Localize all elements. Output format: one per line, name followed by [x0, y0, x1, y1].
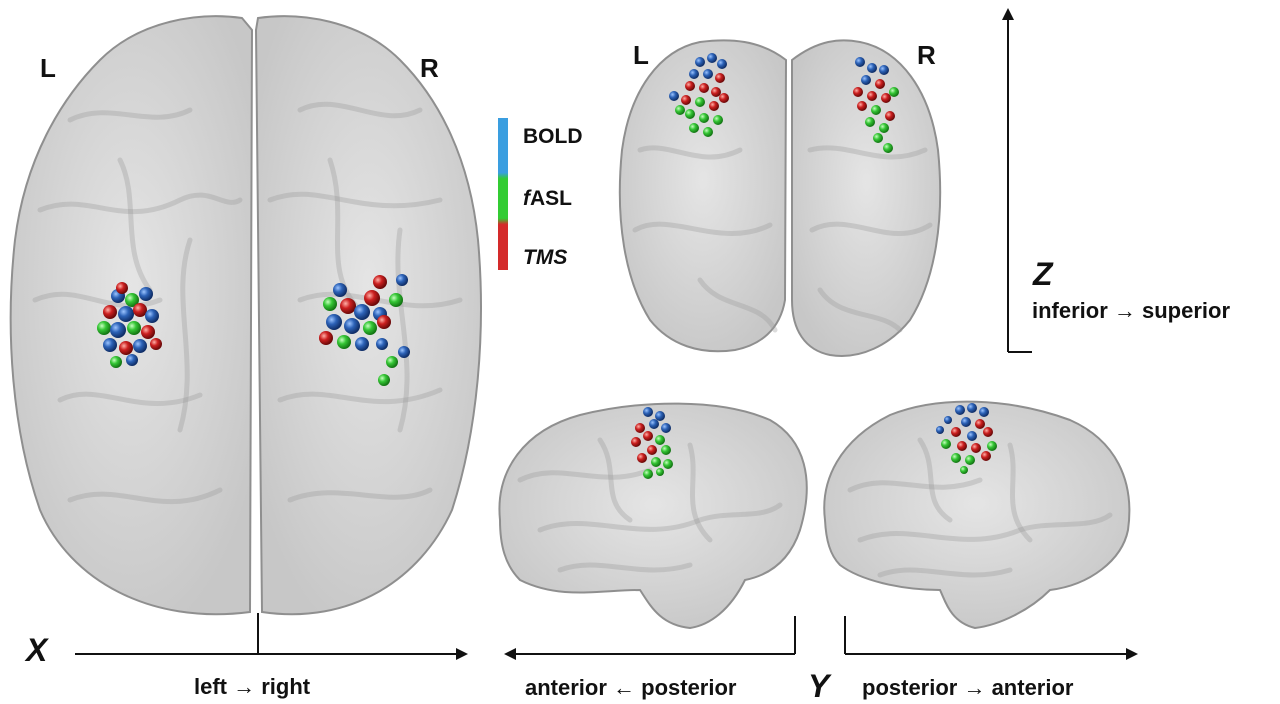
- sagittal-right-brain: [823, 400, 1131, 630]
- legend-tms-label: TMS: [523, 246, 568, 269]
- z-axis-description: inferior → superior: [1032, 298, 1231, 323]
- y-axis-arrow-right: [844, 616, 1138, 660]
- sagittal-left-view: [498, 402, 808, 630]
- z-axis-letter: Z: [1033, 256, 1053, 292]
- axial-left-cluster: [97, 282, 162, 368]
- x-axis-description: left → right: [194, 674, 311, 699]
- legend-fasl-label: fASL: [523, 188, 572, 209]
- y-axis-description-right: posterior → anterior: [862, 675, 1074, 700]
- sagittal-right-gyri: [847, 437, 1113, 578]
- coronal-left-cluster: [669, 53, 729, 137]
- coronal-right-hemisphere: [791, 39, 942, 357]
- y-axis-description-left: anterior ← posterior: [525, 675, 737, 700]
- coronal-right-label: R: [917, 40, 936, 70]
- sagittal-left-gyri: [517, 437, 783, 573]
- y-axis-letter: Y: [808, 668, 830, 704]
- axial-right-label: R: [420, 53, 439, 83]
- legend-bold-label: BOLD: [523, 125, 583, 148]
- sagittal-right-cluster: [936, 403, 997, 474]
- coronal-view: [618, 39, 942, 357]
- x-axis-arrow: [75, 613, 468, 660]
- axial-view: [9, 15, 482, 616]
- legend-color-bar: [498, 118, 508, 270]
- axial-gyri: [32, 101, 463, 505]
- sagittal-right-view: [823, 400, 1131, 630]
- legend-fasl-prefix: f: [523, 187, 530, 210]
- legend-fasl-rest: ASL: [530, 187, 572, 210]
- coronal-gyri: [632, 145, 933, 333]
- coronal-left-label: L: [633, 40, 649, 70]
- sagittal-left-brain: [498, 402, 808, 630]
- x-axis-letter: X: [26, 632, 48, 668]
- y-axis-arrow-left: [504, 616, 796, 660]
- axial-right-cluster: [319, 274, 410, 386]
- coronal-left-hemisphere: [618, 39, 788, 353]
- z-axis-arrow: [1002, 8, 1032, 353]
- axial-left-label: L: [40, 53, 56, 83]
- sagittal-left-cluster: [631, 407, 673, 479]
- coronal-right-cluster: [853, 57, 899, 153]
